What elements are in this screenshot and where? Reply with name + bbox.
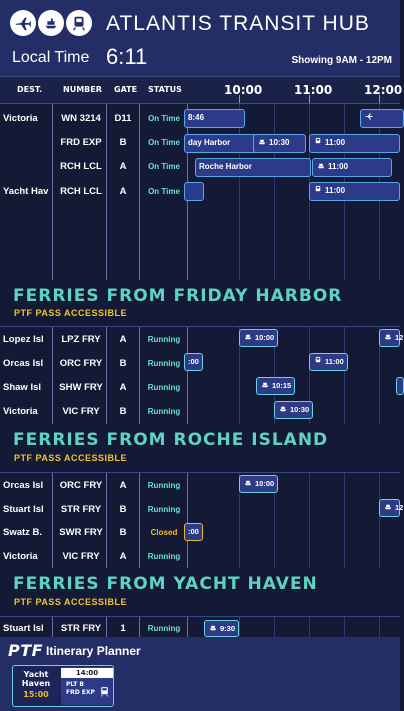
table-row[interactable]: FRD EXP B On Time [0,131,400,155]
hour-11: 11:00 [294,83,333,97]
table-row[interactable]: RCH LCL A On Time [0,155,400,179]
status-badge: Closed [150,528,178,537]
ship-icon [261,382,269,388]
column-header: DEST. NUMBER GATE STATUS 10:00 11:00 12:… [0,76,403,104]
table-row[interactable]: Yacht Hav RCH LCL A On Time [0,180,400,204]
planner-title: Itinerary Planner [46,644,141,658]
schedule-bar[interactable]: 11:00 [312,158,392,177]
schedule-bar[interactable]: day Harbor [184,134,257,153]
schedule-bar[interactable]: 11:00 [309,182,400,201]
schedule-bar[interactable] [360,109,404,128]
section-subtitle: PTF PASS ACCESSIBLE [14,453,128,463]
itinerary-planner: PTF Itinerary Planner Yacht Haven 15:00 … [0,637,400,711]
table-row[interactable]: Stuart Isl STR FRY B Running [0,498,400,522]
ship-icon [384,334,392,340]
ferry-chip[interactable]: :00 [184,523,203,541]
ship-icon[interactable] [38,10,64,36]
ferry-chip[interactable] [396,377,404,395]
local-time-label: Local Time [12,49,90,66]
train-icon [315,185,321,192]
table-row[interactable]: Lopez Isl LPZ FRY A Running [0,328,400,352]
ship-icon [209,625,217,631]
itinerary-departure[interactable]: 14:00 PLT B FRD EXP [61,667,113,705]
ferry-chip[interactable]: 12 [379,499,403,517]
status-badge: Running [147,505,181,514]
hub-header: ATLANTIS TRANSIT HUB Local Time 6:11 Sho… [0,0,400,76]
schedule-bar[interactable] [184,182,204,201]
schedule-bar[interactable]: 10:30 [253,134,306,153]
status-badge: Running [147,624,181,633]
schedule-bar[interactable]: Roche Harbor [195,158,311,177]
status-badge: On Time [148,114,180,123]
ferry-chip[interactable]: 11:00 [309,353,348,371]
table-row[interactable]: Shaw Isl SHW FRY A Running [0,376,400,400]
section-subtitle: PTF PASS ACCESSIBLE [14,597,128,607]
ferry-chip[interactable]: 10:15 [256,377,296,395]
friday-board: Lopez Isl LPZ FRY A Running Orcas Isl OR… [0,326,404,425]
status-badge: Running [147,552,181,561]
ferry-chip[interactable]: 12 [379,329,403,347]
status-badge: On Time [148,187,180,196]
ship-icon [244,334,252,340]
itinerary-card[interactable]: Yacht Haven 15:00 14:00 PLT B FRD EXP [12,665,114,707]
showing-range: Showing 9AM - 12PM [291,55,392,66]
ferry-chip[interactable]: 9:30 [204,620,240,637]
section-subtitle: PTF PASS ACCESSIBLE [14,308,128,318]
ship-icon [244,480,252,486]
table-row[interactable]: Orcas Isl ORC FRY B Running [0,352,400,376]
plane-icon[interactable] [10,10,36,36]
roche-board: Orcas Isl ORC FRY A Running Stuart Isl S… [0,472,403,569]
schedule-bar[interactable]: 8:46 [184,109,245,128]
ptf-logo: PTF [8,641,44,660]
status-badge: Running [147,359,181,368]
train-icon [315,137,321,144]
section-title: FERRIES FROM YACHT HAVEN [13,574,318,594]
ferry-chip[interactable]: 10:00 [239,475,279,493]
ship-icon [258,139,266,145]
section-title: FERRIES FROM FRIDAY HARBOR [13,286,343,306]
status-badge: Running [147,407,181,416]
col-number: NUMBER [63,85,102,94]
table-row[interactable]: Orcas Isl ORC FRY A Running [0,474,400,498]
departure-time: 14:00 [61,668,113,678]
table-row[interactable]: Victoria VIC FRY B Running [0,400,400,424]
yacht-board: Stuart Isl STR FRY 1 Running 9:30 [0,616,400,638]
col-gate: GATE [114,85,138,94]
ship-icon [279,406,287,412]
status-badge: On Time [148,162,180,171]
table-row[interactable]: Victoria VIC FRY A Running [0,545,400,569]
train-icon[interactable] [66,10,92,36]
ferry-chip[interactable]: 10:30 [274,401,314,419]
ship-icon [384,504,392,510]
mode-icons [10,10,92,36]
hub-title: ATLANTIS TRANSIT HUB [106,12,370,35]
plane-icon [365,113,373,120]
col-dest: DEST. [17,85,43,94]
ferry-chip[interactable]: :00 [184,353,203,371]
itinerary-destination: Yacht Haven [21,670,51,688]
local-time-value: 6:11 [106,44,148,69]
status-badge: On Time [148,138,180,147]
section-title: FERRIES FROM ROCHE ISLAND [13,430,329,450]
table-row[interactable]: Stuart Isl STR FRY 1 Running [0,619,400,638]
section-friday-harbor: FERRIES FROM FRIDAY HARBOR PTF PASS ACCE… [0,280,400,326]
train-icon [315,356,321,363]
schedule-bar[interactable]: 11:00 [309,134,400,153]
status-badge: Running [147,335,181,344]
ship-icon [317,163,325,169]
ferry-chip[interactable]: 10:00 [239,329,279,347]
train-icon [100,687,109,697]
col-status: STATUS [148,85,182,94]
status-badge: Running [147,481,181,490]
itinerary-arrival-time: 15:00 [23,690,49,699]
section-roche-island: FERRIES FROM ROCHE ISLAND PTF PASS ACCES… [0,424,400,472]
departures-board: Victoria WN 3214 D11 On Time FRD EXP B O… [0,104,404,280]
status-badge: Running [147,383,181,392]
departure-detail: PLT B FRD EXP [66,681,95,696]
table-row[interactable]: Victoria WN 3214 D11 On Time [0,107,400,131]
hour-10: 10:00 [224,83,263,97]
hour-12: 12:00 [364,83,403,97]
table-row[interactable]: Swatz B. SWR FRY B Closed [0,521,400,545]
section-yacht-haven: FERRIES FROM YACHT HAVEN PTF PASS ACCESS… [0,568,400,616]
